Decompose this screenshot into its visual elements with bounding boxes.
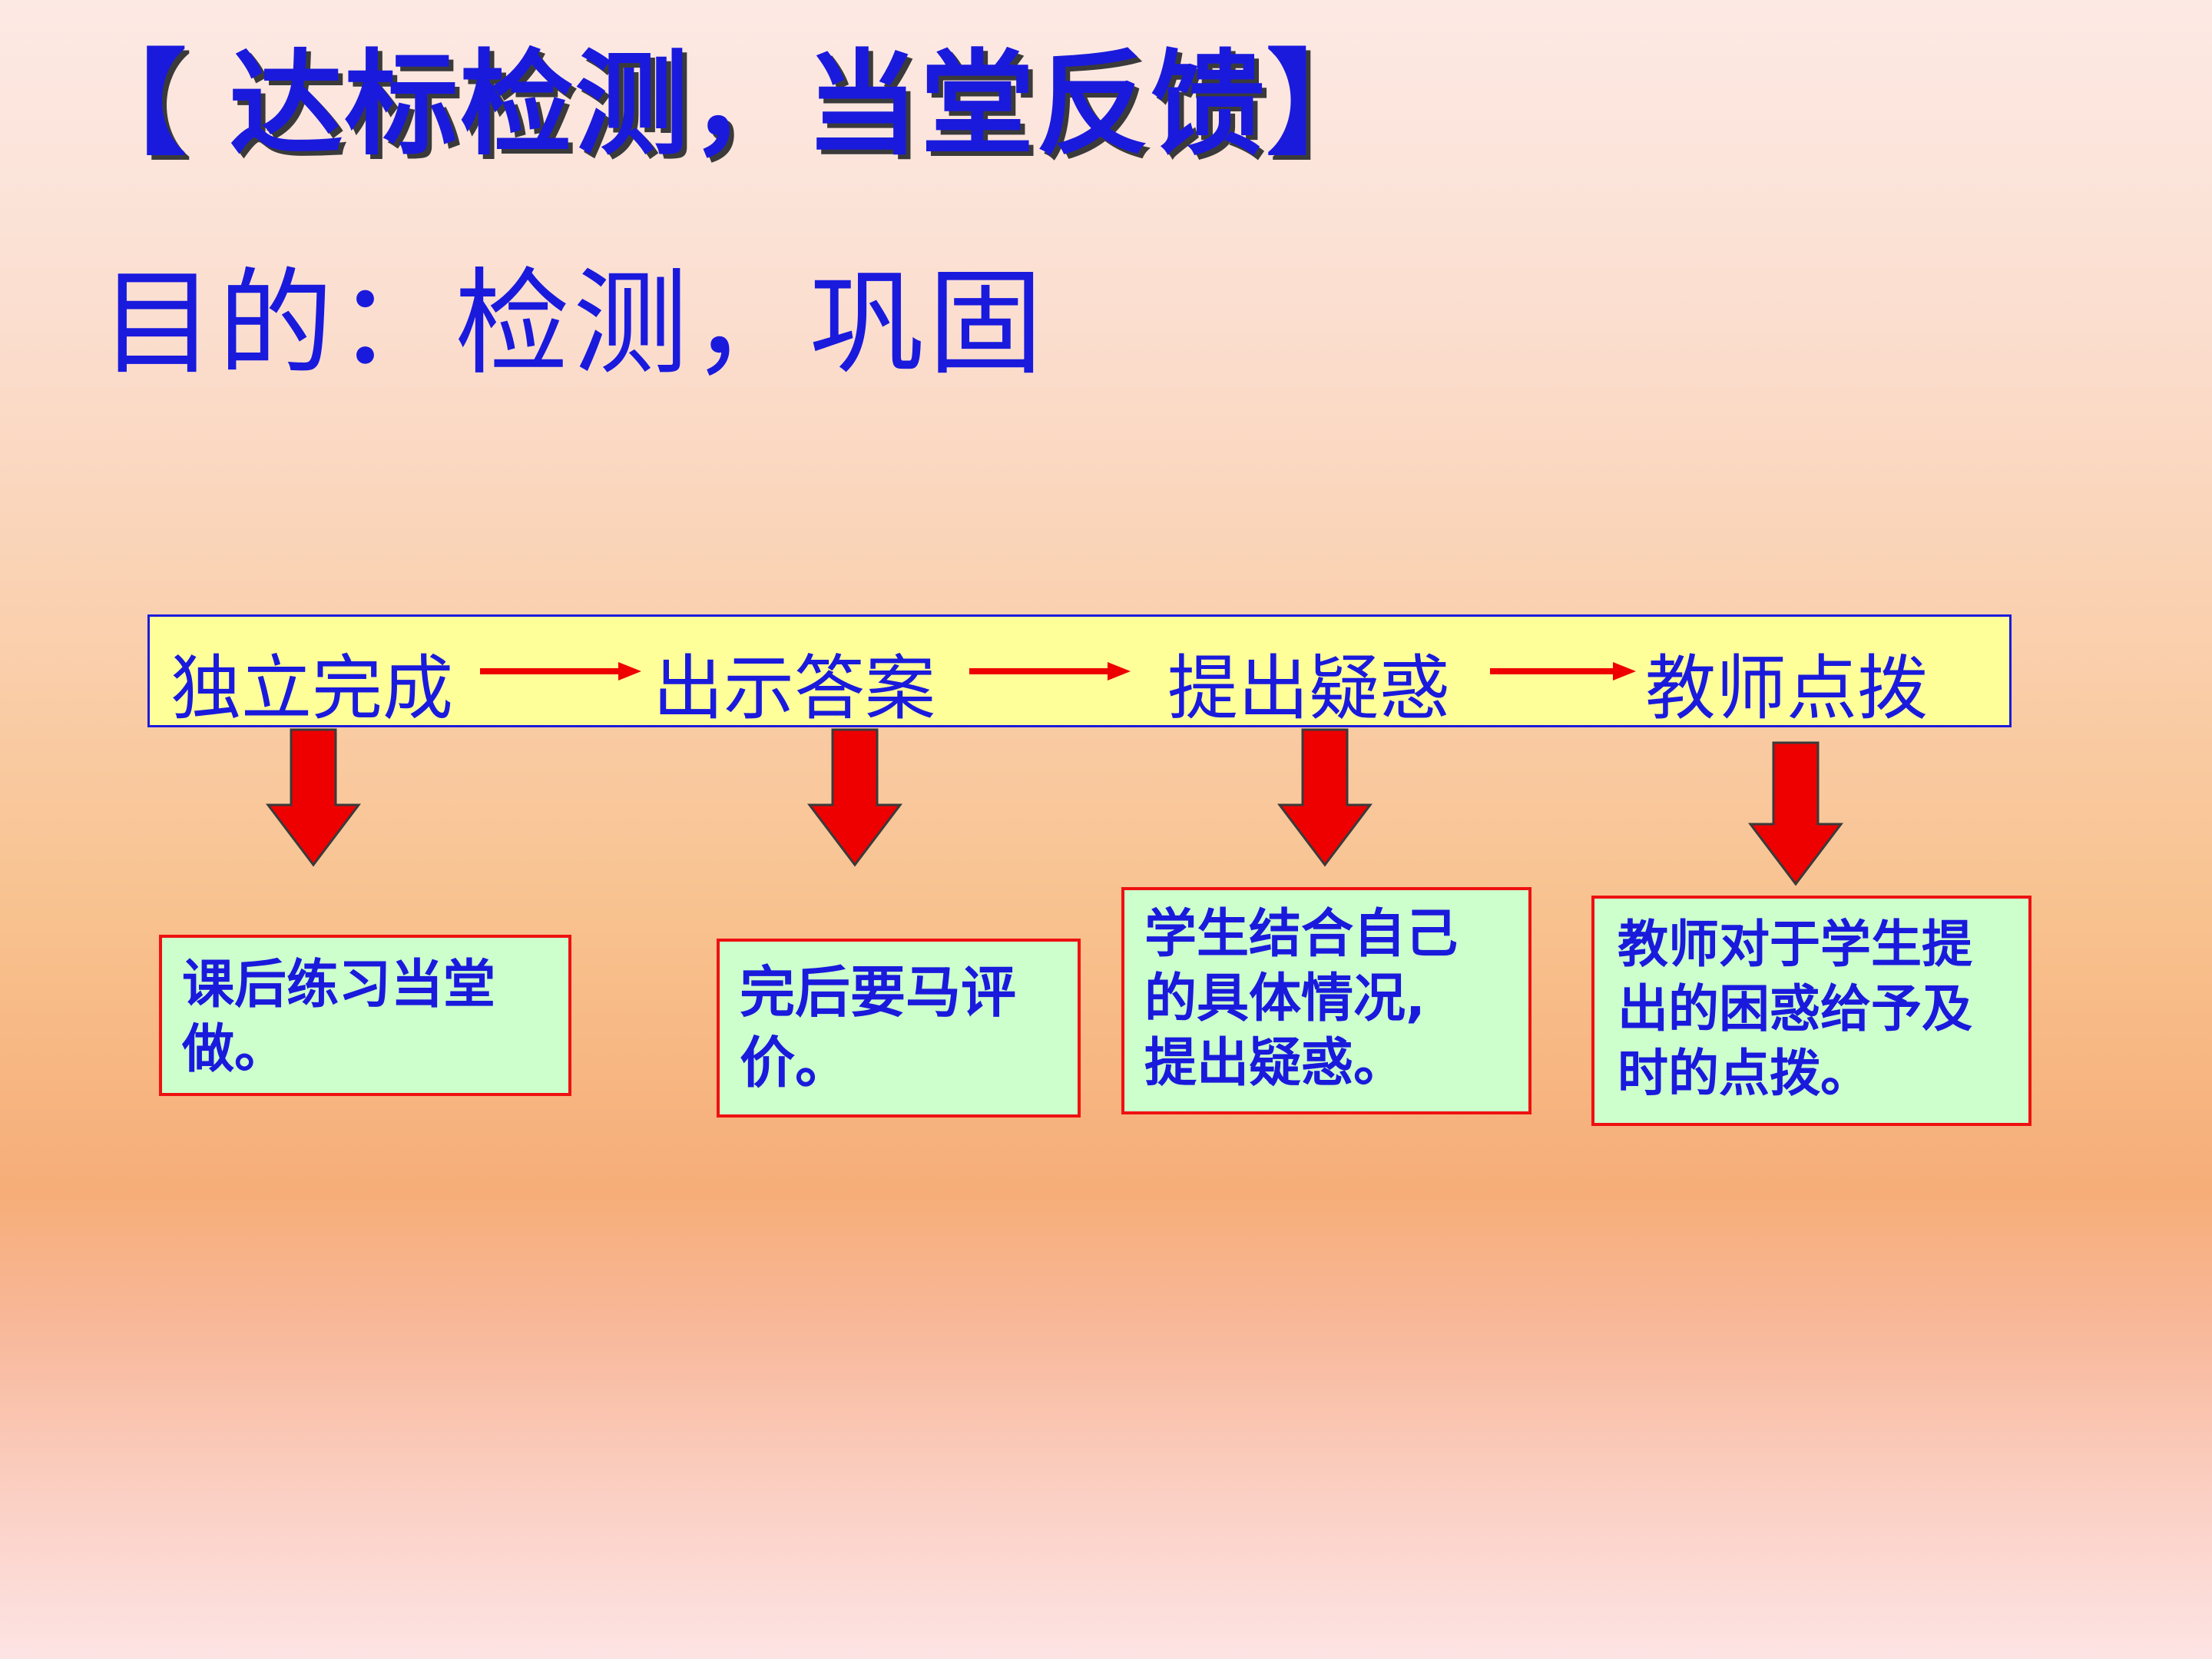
flow-arrow-3-icon <box>1490 662 1636 680</box>
flow-arrow-1-icon <box>480 662 641 680</box>
slide-title: 【 达标检测，当堂反馈】 <box>73 38 1382 171</box>
step-raise-questions: 提出疑惑 <box>1167 647 1451 730</box>
down-arrow-3-icon <box>1277 728 1373 867</box>
detail-box-raise-questions: 学生结合自己 的具体情况, 提出疑惑。 <box>1121 887 1532 1114</box>
detail-box-after-class-practice: 课后练习当堂 做。 <box>159 935 571 1096</box>
detail-box-evaluation: 完后要马评 价。 <box>717 939 1081 1118</box>
down-arrow-2-icon <box>806 728 903 867</box>
step-teacher-guidance: 教师点拨 <box>1645 647 1929 730</box>
step-independent-completion: 独立完成 <box>171 647 454 730</box>
down-arrow-4-icon <box>1747 741 1844 886</box>
down-arrow-1-icon <box>265 728 362 867</box>
step-show-answers: 出示答案 <box>653 647 936 730</box>
detail-box-teacher-guidance: 教师对于学生提 出的困惑给予及 时的点拨。 <box>1591 896 2032 1126</box>
flow-arrow-2-icon <box>969 662 1131 680</box>
slide-subtitle: 目的：检测，巩固 <box>100 257 1047 391</box>
